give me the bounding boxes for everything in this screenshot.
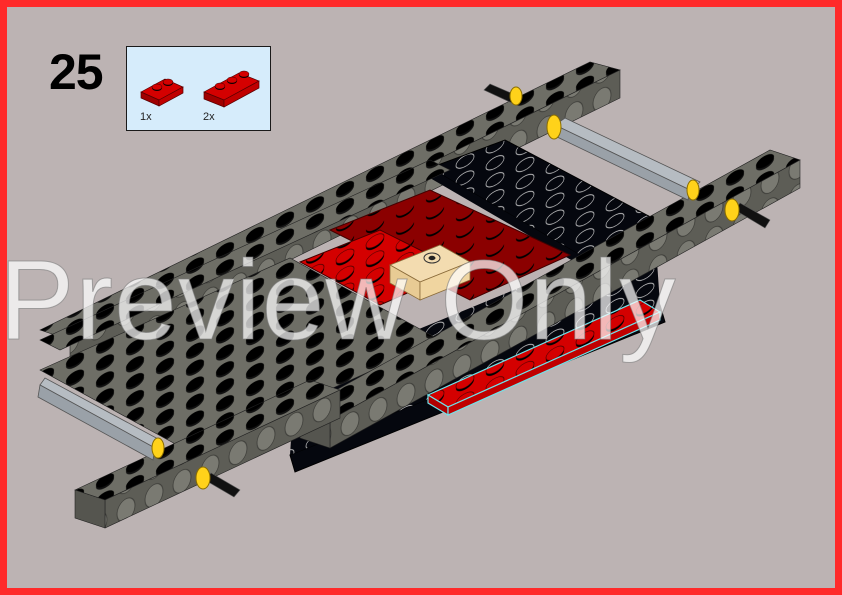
axle-connector-left (37, 377, 165, 461)
axle-top-left (483, 83, 523, 106)
axle-right (724, 198, 771, 229)
part-quantity-1: 1x (140, 111, 152, 123)
axle-connector-right (546, 114, 701, 201)
red-plate-1x2-icon (140, 78, 184, 107)
model-illustration (37, 61, 801, 529)
red-plate-1x3-icon (203, 70, 260, 108)
middle-technic-beam (39, 159, 451, 351)
parts-list-callout: 1x 2x (126, 46, 271, 131)
step-number: 25 (49, 44, 104, 100)
axle-bottom (195, 466, 241, 498)
instruction-page: 25 1x 2x Preview Only (7, 7, 835, 588)
parts-list-illustration (140, 70, 260, 108)
part-quantity-2: 2x (203, 111, 215, 123)
